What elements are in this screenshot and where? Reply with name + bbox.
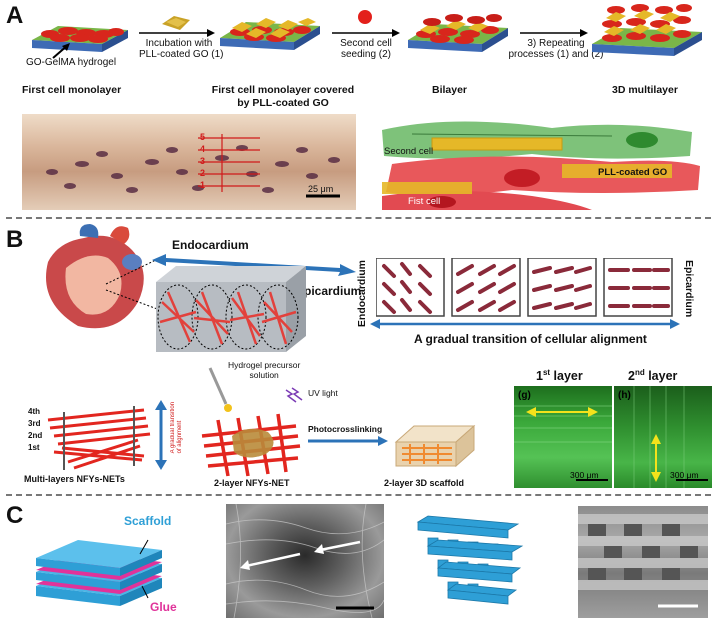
layer-label-2: 2nd — [28, 431, 43, 440]
photocrosslinking-arrow — [308, 436, 388, 446]
second-layer-title: 2nd layer — [628, 368, 677, 383]
scale-h-label: 300 μm — [670, 470, 699, 480]
stage2-label: First cell monolayer covered by PLL-coat… — [211, 84, 355, 109]
glue-label: Glue — [150, 600, 177, 614]
stage1-label: First cell monolayer — [22, 84, 122, 96]
step1-label: Incubation with PLL-coated GO (1) — [139, 38, 224, 60]
photocrosslinking-label: Photocrosslinking — [308, 424, 383, 434]
two-layer-scaffold — [394, 424, 476, 468]
two-layer-net — [201, 413, 301, 477]
multilayer-slab — [592, 4, 702, 56]
multi-layer-label: Multi-layers NFYs-NETs — [24, 474, 125, 484]
g-label: (g) — [518, 390, 531, 401]
tissue-block — [156, 266, 306, 352]
epicardium-vertical-label: Epicardium — [683, 260, 695, 318]
pointer-arrow — [52, 43, 70, 59]
layer-number-2: 2 — [200, 168, 206, 178]
multi-layer-net — [47, 406, 151, 470]
scale-g-label: 300 μm — [570, 470, 599, 480]
divider-b-c — [6, 494, 711, 496]
layer-number-3: 3 — [200, 156, 206, 166]
scaffold-glue-stack — [36, 539, 162, 606]
panel-c-letter: C — [6, 502, 24, 529]
zoom-dotted-lines — [105, 257, 161, 311]
covered-monolayer-slab — [220, 18, 320, 50]
divider-a-b — [6, 217, 711, 219]
cell-layer-schematic — [372, 110, 702, 212]
arrow-step2 — [332, 29, 400, 37]
first-layer-title-sup: st — [542, 368, 551, 377]
layer-label-1: 1st — [28, 443, 40, 452]
scaffold-label: Scaffold — [124, 514, 172, 528]
endo-epi-arrow — [152, 254, 356, 276]
step2-label: Second cell seeding (2) — [340, 38, 392, 60]
first-layer-title-word: layer — [550, 369, 583, 384]
second-layer-title-sup: nd — [634, 368, 645, 377]
transition-arrow — [370, 319, 680, 329]
uv-light-icon — [285, 387, 303, 403]
layer-label-3: 3rd — [28, 419, 41, 428]
printed-scaffold — [416, 515, 524, 605]
layer-label-4: 4th — [28, 407, 40, 416]
h-label: (h) — [618, 390, 631, 401]
layer-number-4: 4 — [200, 144, 206, 154]
arrow-step3 — [520, 29, 588, 37]
transition-label: A gradual transition of cellular alignme… — [414, 332, 647, 346]
first-layer-title: 1st layer — [536, 368, 583, 383]
step3-label: 3) Repeating processes (1) and (2) — [508, 38, 604, 60]
fluorescence-image-h — [614, 386, 712, 488]
two-layer-net-label: 2-layer NFYs-NET — [214, 478, 290, 488]
second-layer-title-num: 2 — [628, 369, 635, 384]
hydrogel-label: GO-GelMA hydrogel — [26, 57, 117, 68]
second-cell-label: Second cell — [384, 146, 434, 157]
pll-go-label: PLL-coated GO — [598, 167, 668, 178]
layer-labels: 4th 3rd 2nd 1st — [28, 406, 42, 454]
panel-b-letter: B — [6, 226, 24, 253]
scale-bar-label: 25 μm — [308, 184, 334, 194]
layer-number-5: 5 — [200, 132, 206, 142]
endocardium-vertical-label: Endocardium — [356, 260, 368, 328]
endocardium-label: Endocardium — [172, 238, 249, 252]
histology-image — [22, 114, 356, 210]
cell-monolayer-slab — [32, 26, 128, 52]
stage3-label: Bilayer — [432, 84, 468, 96]
first-layer-title-num: 1 — [536, 369, 543, 384]
go-flakes-icon — [162, 16, 190, 30]
fluorescence-image-g — [514, 386, 612, 488]
pipette-icon — [208, 367, 232, 412]
alignment-squares — [376, 258, 673, 317]
arrow-step1 — [139, 29, 215, 37]
epicardium-label: Epicardium — [296, 284, 362, 298]
stage4-label: 3D multilayer — [612, 84, 678, 96]
gradual-alignment-label: A gradual transition of alignment — [170, 402, 183, 454]
two-layer-scaffold-label: 2-layer 3D scaffold — [384, 478, 465, 488]
gradual-arrow — [155, 400, 167, 470]
bilayer-slab — [408, 14, 508, 52]
hydrogel-precursor-label: Hydrogel precursor solution — [228, 360, 301, 380]
sem-image-2 — [578, 506, 708, 618]
sem-image-1 — [226, 504, 384, 618]
second-layer-title-word: layer — [644, 369, 678, 384]
heart-illustration — [46, 224, 144, 329]
uv-light-label: UV light — [308, 388, 338, 398]
layer-number-1: 1 — [200, 180, 206, 190]
first-cell-label: Fist cell — [408, 196, 441, 207]
panel-a-letter: A — [6, 2, 24, 29]
cell-seed-icon — [358, 10, 372, 24]
